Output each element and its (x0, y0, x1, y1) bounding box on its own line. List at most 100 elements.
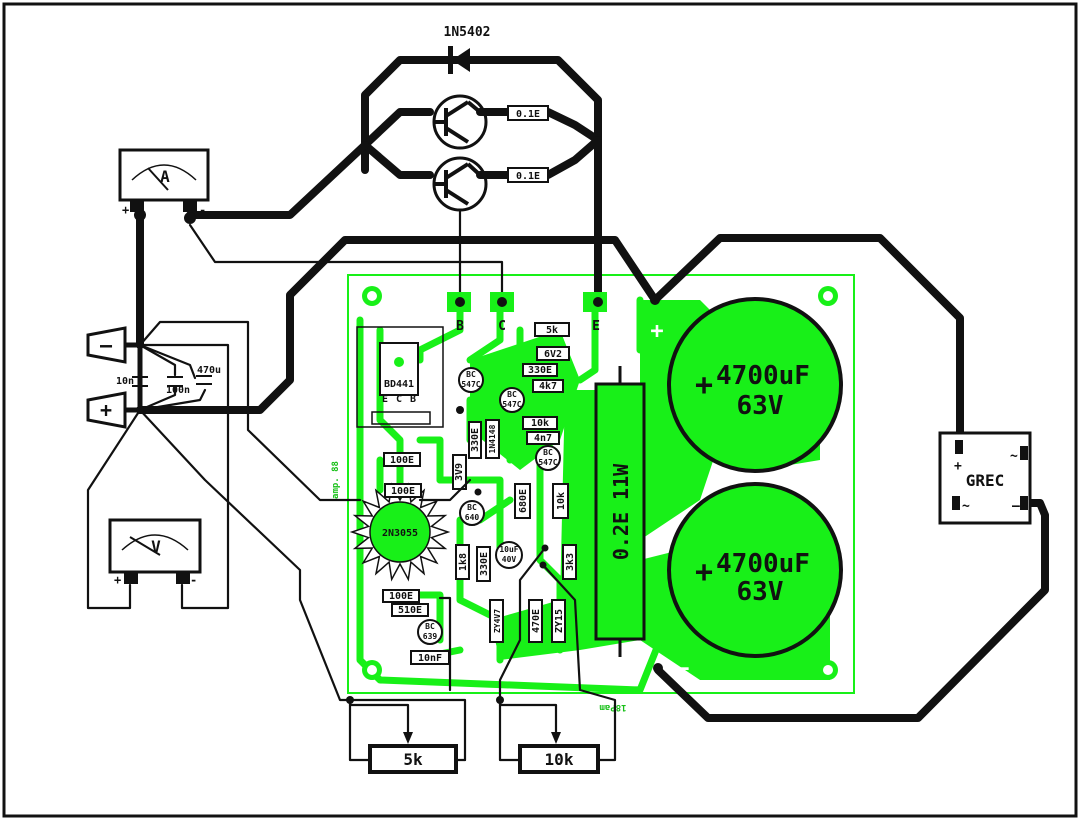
capacitor-10uf-a: 10uF (499, 545, 518, 554)
rectifier-plus: + (954, 459, 962, 474)
voltmeter: V + - (108, 518, 202, 587)
resistor-330e-a: 330E (528, 365, 552, 376)
bd441-pin-c: C (396, 394, 402, 405)
rectifier-ac1: ~ (1010, 449, 1018, 464)
mounting-holes (362, 286, 838, 680)
emitter-resistor-2: 0.1E (507, 167, 549, 183)
capacitor-10nf: 10nF (418, 653, 442, 664)
pcb-plus-sign: + (650, 319, 663, 344)
capacitor-2-plus: + (695, 555, 713, 590)
pot-5k-label: 5k (403, 750, 423, 769)
capacitor-1-plus: + (695, 368, 713, 403)
potentiometer-10k: 10k (498, 703, 600, 774)
terminal-negative: – (86, 326, 127, 364)
zener-3v9: 3V9 (454, 463, 465, 481)
resistor-510e: 510E (398, 605, 422, 616)
diode-1n4148: 1N4148 (488, 424, 497, 453)
2n3055-transistor: 2N3055 (349, 482, 451, 582)
resistor-330e-b: 330E (470, 428, 481, 452)
resistor-470e: 470E (531, 609, 542, 633)
emitter-resistor-1-label: 0.1E (516, 109, 540, 120)
emitter-resistor-1: 0.1E (507, 105, 549, 121)
rectifier-minus: – (1012, 499, 1020, 514)
resistor-5k: 5k (546, 325, 558, 336)
bc639-a: BC (425, 622, 435, 631)
resistor-4k7: 4k7 (539, 381, 557, 392)
pcb-components: 5k 6V2 330E 4k7 BC 547C BC 547C 10k 4n7 … (331, 319, 689, 712)
bc547c-3-b: 547C (538, 458, 557, 467)
bc640-b: 640 (465, 513, 480, 522)
capacitor-1: + 4700uF 63V (667, 297, 843, 473)
resistor-100e-c: 100E (389, 591, 413, 602)
cap-100n-label: 100n (166, 385, 190, 396)
ammeter: A + - (118, 148, 210, 217)
terminal-positive-label: + (100, 398, 112, 422)
potentiometer-5k: 5k (348, 703, 458, 774)
capacitor-2: + 4700uF 63V (667, 482, 843, 658)
shunt-label: 0.2E 11W (609, 463, 633, 560)
pot-10k-label: 10k (545, 750, 574, 769)
rectifier-ac2: ~ (962, 499, 970, 514)
2n3055-label: 2N3055 (382, 528, 418, 539)
resistor-3k3: 3k3 (565, 553, 576, 571)
power-transistor-1 (432, 94, 488, 150)
resistor-10k-b: 10k (556, 492, 567, 510)
bd441-pin-b: B (410, 394, 416, 405)
capacitor-2-voltage: 63V (737, 577, 784, 607)
cap-470u-label: 470u (197, 365, 221, 376)
bc547c-2-a: BC (507, 390, 517, 399)
bc640-a: BC (467, 503, 477, 512)
signal-wiring (86, 203, 617, 762)
pcb-minus-sign: – (675, 656, 689, 681)
pcb-board: BD441 E C B 2N3055 5k 6V2 330E 4k7 BC 54… (331, 274, 855, 712)
capacitor-1-voltage: 63V (737, 391, 784, 421)
pin-c-label: C (498, 319, 506, 334)
resistor-1k8: 1k8 (458, 553, 469, 571)
ammeter-plus: + (122, 203, 129, 217)
resistor-100e-b: 100E (391, 486, 415, 497)
resistor-330e-c: 330E (479, 552, 490, 576)
terminal-negative-label: – (100, 333, 113, 357)
bc547c-2-b: 547C (502, 400, 521, 409)
left-capacitors: 10n 100n 470u (116, 365, 221, 396)
emitter-resistor-2-label: 0.1E (516, 171, 540, 182)
pin-e-label: E (592, 319, 600, 334)
resistor-10k: 10k (531, 418, 549, 429)
bd441-label: BD441 (384, 379, 414, 390)
zener-4v7: ZY4V7 (493, 609, 502, 633)
zener-15: ZY15 (554, 609, 565, 633)
bc639-b: 639 (423, 632, 438, 641)
resistor-680e: 680E (518, 489, 529, 513)
pin-b-label: B (456, 319, 464, 334)
capacitor-4n7: 4n7 (534, 433, 552, 444)
bc547c-3-a: BC (543, 448, 553, 457)
bc547c-1-b: 547C (461, 380, 480, 389)
rectifier-grec: GREC + ~ ~ – (938, 431, 1032, 525)
pcb-pins: B C E (447, 292, 663, 673)
bc547c-1-a: BC (466, 370, 476, 379)
terminal-positive: + (86, 391, 127, 429)
cap-10n-label: 10n (116, 376, 134, 387)
diode-label: 1N5402 (444, 25, 491, 40)
resistor-100e-a: 100E (390, 455, 414, 466)
capacitor-1-value: 4700uF (716, 361, 810, 391)
capacitor-2-value: 4700uF (716, 549, 810, 579)
bd441-pin-e: E (382, 394, 388, 405)
ammeter-minus: - (199, 203, 206, 217)
ammeter-symbol: A (160, 167, 170, 186)
shunt-resistor: 0.2E 11W (594, 366, 646, 657)
rectifier-label: GREC (966, 471, 1005, 490)
power-transistor-2 (432, 156, 488, 212)
voltmeter-plus: + (114, 573, 121, 587)
zener-6v2: 6V2 (544, 349, 562, 360)
pcb-id-b: 18Pam (599, 702, 627, 712)
voltmeter-symbol: V (151, 537, 161, 556)
pcb-id-a: amp. 88 (331, 461, 341, 499)
voltmeter-minus: - (190, 573, 197, 587)
diode-1n5402: 1N5402 (444, 25, 491, 74)
capacitor-10uf-b: 40V (502, 555, 517, 564)
bd441-transistor: BD441 E C B (356, 326, 444, 428)
